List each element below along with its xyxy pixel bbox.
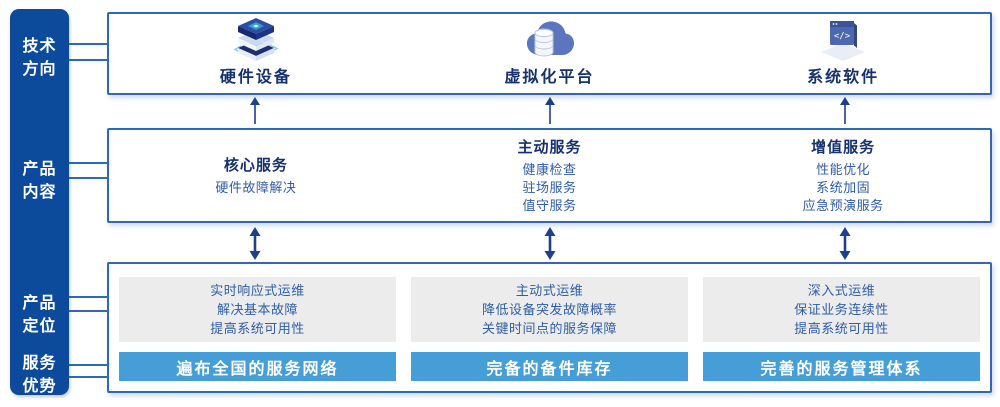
connector-line bbox=[69, 177, 107, 179]
tech-label-system-software: 系统软件 bbox=[807, 69, 880, 86]
positioning-line: 实时响应式运维 bbox=[210, 283, 305, 299]
positioning-line: 解决基本故障 bbox=[216, 302, 298, 318]
service-item: 系统加固 bbox=[816, 179, 871, 195]
positioning-col-2: 主动式运维 降低设备突发故障概率 关键时间点的服务保障 完备的备件库存 bbox=[411, 277, 688, 381]
service-heading: 核心服务 bbox=[223, 156, 288, 174]
positioning-line: 提高系统可用性 bbox=[794, 321, 889, 337]
arrow-up-icon bbox=[839, 97, 850, 124]
up-arrow-row bbox=[107, 97, 992, 125]
service-heading: 增值服务 bbox=[811, 138, 876, 156]
service-item: 硬件故障解决 bbox=[215, 179, 297, 195]
software-window-icon: </> bbox=[821, 21, 866, 61]
advantage-bar: 遍布全国的服务网络 bbox=[119, 352, 396, 381]
tech-label-virtualization: 虚拟化平台 bbox=[504, 69, 595, 86]
connector-line bbox=[69, 310, 107, 312]
positioning-panel: 主动式运维 降低设备突发故障概率 关键时间点的服务保障 bbox=[411, 277, 688, 343]
tech-direction-box: 硬件设备 虚拟化平台 </> 系统软件 bbox=[107, 12, 992, 95]
arrow-up-icon bbox=[544, 97, 555, 124]
positioning-line: 提高系统可用性 bbox=[210, 321, 305, 337]
arrow-updown-icon bbox=[544, 227, 555, 260]
sidebar-item-product-positioning: 产品 定位 bbox=[22, 295, 57, 335]
connector-line bbox=[69, 364, 107, 366]
sidebar-item-product-content: 产品 内容 bbox=[22, 161, 57, 201]
positioning-col-3: 深入式运维 保证业务连续性 提高系统可用性 完善的服务管理体系 bbox=[703, 277, 980, 381]
connector-line bbox=[69, 43, 107, 45]
positioning-line: 保证业务连续性 bbox=[794, 302, 889, 318]
cloud-database-icon bbox=[526, 21, 574, 57]
service-item: 值守服务 bbox=[522, 197, 577, 213]
advantage-bar: 完备的备件库存 bbox=[411, 352, 688, 381]
tech-item-hardware: 硬件设备 bbox=[109, 14, 403, 93]
product-content-box: 核心服务 硬件故障解决 主动服务 健康检查 驻场服务 值守服务 增值服务 性能优… bbox=[107, 128, 992, 223]
service-col-active: 主动服务 健康检查 驻场服务 值守服务 bbox=[403, 130, 697, 221]
positioning-col-1: 实时响应式运维 解决基本故障 提高系统可用性 遍布全国的服务网络 bbox=[119, 277, 396, 381]
service-item: 性能优化 bbox=[816, 161, 871, 177]
positioning-line: 主动式运维 bbox=[515, 283, 584, 299]
category-sidebar: 技术 方向 产品 内容 产品 定位 服务 优势 bbox=[10, 9, 69, 395]
tech-item-system-software: </> 系统软件 bbox=[696, 14, 990, 93]
arrow-updown-icon bbox=[839, 227, 850, 260]
service-item: 驻场服务 bbox=[522, 179, 577, 195]
positioning-panel: 实时响应式运维 解决基本故障 提高系统可用性 bbox=[119, 277, 396, 343]
double-arrow-row bbox=[107, 227, 992, 260]
connector-line bbox=[69, 162, 107, 164]
sidebar-item-tech-direction: 技术 方向 bbox=[22, 38, 57, 78]
service-item: 应急预演服务 bbox=[802, 197, 884, 213]
positioning-panel: 深入式运维 保证业务连续性 提高系统可用性 bbox=[703, 277, 980, 343]
arrow-updown-icon bbox=[249, 227, 260, 260]
positioning-line: 深入式运维 bbox=[807, 283, 876, 299]
positioning-box: 实时响应式运维 解决基本故障 提高系统可用性 遍布全国的服务网络 主动式运维 降… bbox=[107, 262, 992, 393]
sidebar-item-service-advantage: 服务 优势 bbox=[22, 355, 57, 395]
service-col-value-added: 增值服务 性能优化 系统加固 应急预演服务 bbox=[696, 130, 990, 221]
positioning-line: 降低设备突发故障概率 bbox=[481, 302, 617, 318]
connector-line bbox=[69, 59, 107, 61]
svg-text:</>: </> bbox=[834, 32, 851, 42]
connector-line bbox=[69, 296, 107, 298]
arrow-up-icon bbox=[249, 97, 260, 124]
service-heading: 主动服务 bbox=[517, 138, 582, 156]
connector-line bbox=[69, 376, 107, 378]
tech-item-virtualization: 虚拟化平台 bbox=[403, 14, 697, 93]
positioning-line: 关键时间点的服务保障 bbox=[481, 321, 617, 337]
tech-label-hardware: 硬件设备 bbox=[219, 69, 292, 86]
advantage-bar: 完善的服务管理体系 bbox=[703, 352, 980, 381]
service-col-core: 核心服务 硬件故障解决 bbox=[109, 130, 403, 221]
server-stack-icon bbox=[233, 18, 279, 61]
service-item: 健康检查 bbox=[522, 161, 577, 177]
